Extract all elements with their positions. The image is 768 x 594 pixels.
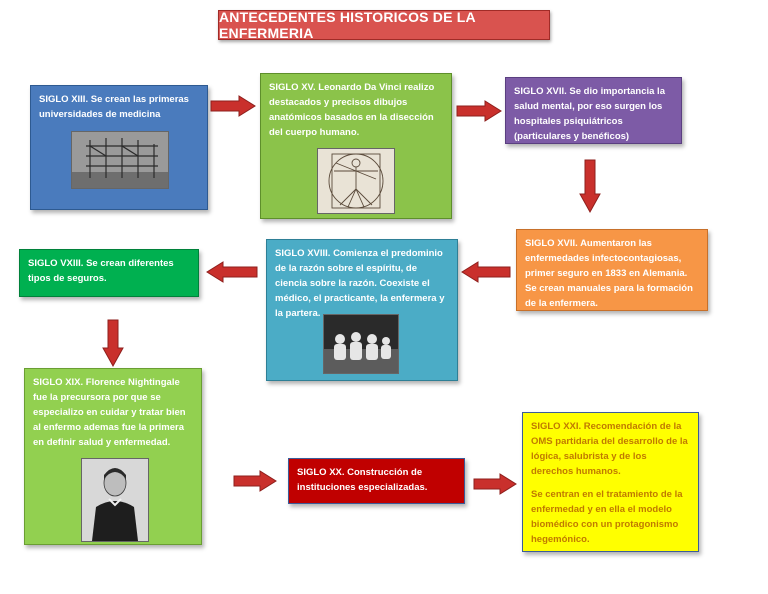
box-siglo-xiii-text: SIGLO XIII. Se crean las primeras univer… (39, 94, 189, 120)
box-siglo-xv: SIGLO XV. Leonardo Da Vinci realizo dest… (260, 73, 452, 219)
diagram-title: ANTECEDENTES HISTORICOS DE LA ENFERMERIA (218, 9, 550, 41)
box-siglo-xix-text: SIGLO XIX. Florence Nightingale fue la p… (33, 377, 186, 448)
box-siglo-vxiii-text: SIGLO VXIII. Se crean diferentes tipos d… (28, 258, 174, 284)
box-siglo-xvii-enfermedades: SIGLO XVII. Aumentaron las enfermedades … (516, 229, 708, 311)
building-construction-photo (71, 131, 169, 189)
box-siglo-xvii-salud-mental: SIGLO XVII. Se dio importancia la salud … (505, 77, 682, 144)
arrow-left-xvii-to-xviii (461, 261, 511, 283)
box-siglo-xviii-text: SIGLO XVIII. Comienza el predominio de l… (275, 248, 445, 319)
arrow-left-xviii-to-vxiii (206, 261, 258, 283)
box-siglo-xvii-salud-mental-text: SIGLO XVII. Se dio importancia la salud … (514, 86, 665, 142)
vitruvian-man-drawing (317, 148, 395, 214)
arrow-right-xv-to-xvii (456, 100, 502, 122)
box-siglo-vxiii: SIGLO VXIII. Se crean diferentes tipos d… (19, 249, 199, 297)
box-siglo-xiii: SIGLO XIII. Se crean las primeras univer… (30, 85, 208, 210)
arrow-right-xix-to-xx (233, 470, 277, 492)
arrow-right-xiii-to-xv (210, 95, 256, 117)
nurses-group-photo (323, 314, 399, 374)
box-siglo-xxi-text-1: SIGLO XXI. Recomendación de la OMS parti… (531, 421, 688, 477)
box-siglo-xxi: SIGLO XXI. Recomendación de la OMS parti… (522, 412, 699, 552)
arrow-right-xx-to-xxi (473, 473, 517, 495)
box-siglo-xv-text: SIGLO XV. Leonardo Da Vinci realizo dest… (269, 82, 435, 138)
arrow-down-xvii-to-xvii (579, 159, 601, 214)
box-siglo-xx: SIGLO XX. Construcción de instituciones … (288, 458, 465, 504)
box-siglo-xviii: SIGLO XVIII. Comienza el predominio de l… (266, 239, 458, 381)
arrow-down-vxiii-to-xix (102, 319, 124, 368)
box-siglo-xvii-enfermedades-text: SIGLO XVII. Aumentaron las enfermedades … (525, 238, 693, 309)
florence-nightingale-portrait (81, 458, 149, 542)
box-siglo-xix: SIGLO XIX. Florence Nightingale fue la p… (24, 368, 202, 545)
box-siglo-xx-text: SIGLO XX. Construcción de instituciones … (297, 467, 428, 493)
box-siglo-xxi-text-2: Se centran en el tratamiento de la enfer… (531, 489, 683, 545)
